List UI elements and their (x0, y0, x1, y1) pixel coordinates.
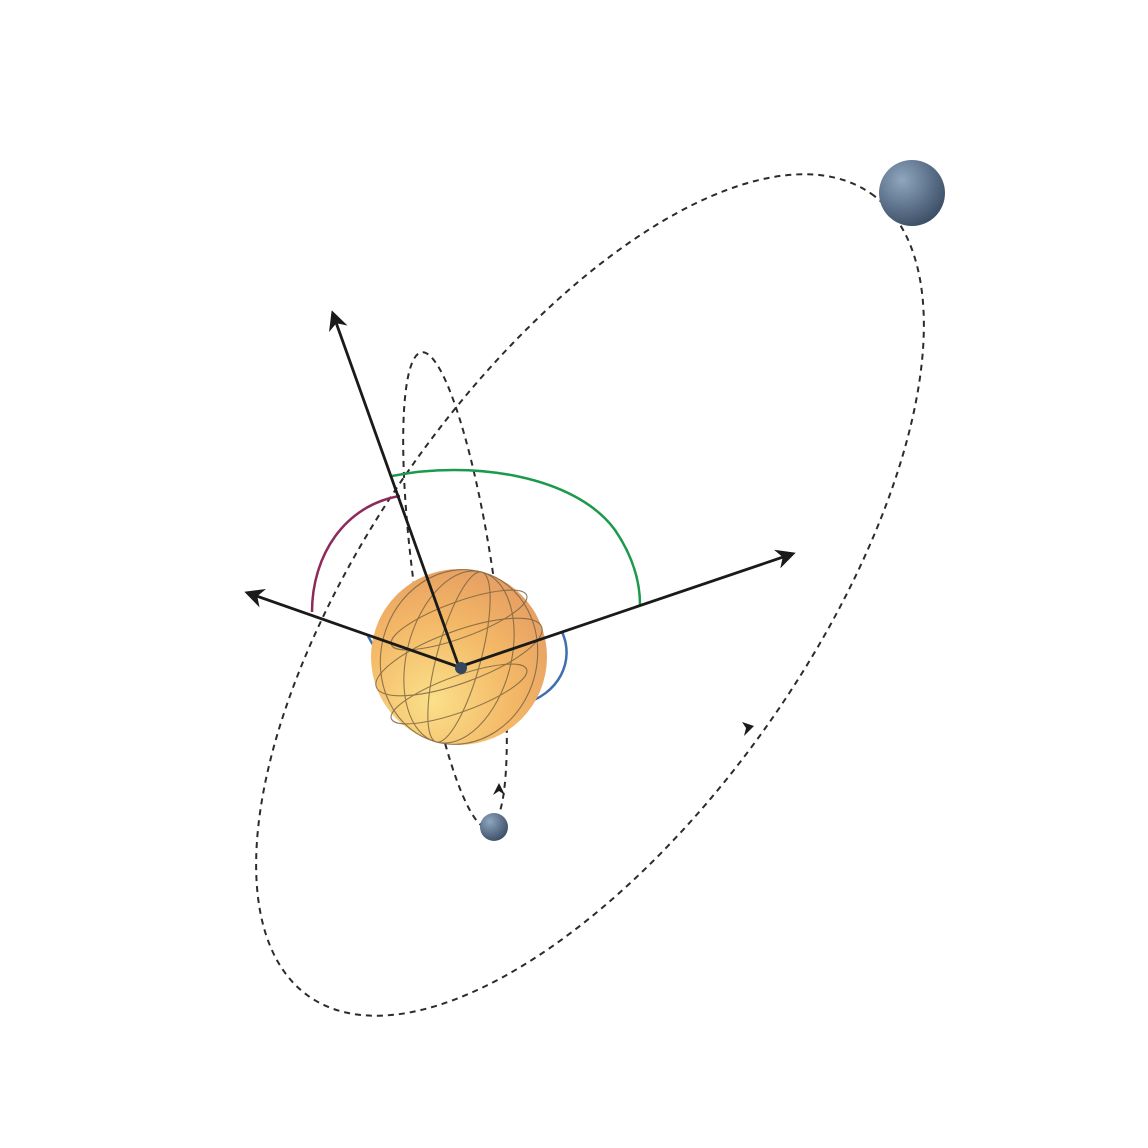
axis-arrow-right (458, 549, 796, 669)
green-arc (391, 468, 642, 606)
star-sphere (371, 569, 547, 745)
orbit-direction-arrow-inner (493, 783, 505, 795)
axis-arrow-left (244, 588, 460, 669)
star-grid-lines (375, 569, 543, 745)
outer-planet (879, 160, 945, 226)
inner-planet (480, 813, 508, 841)
outer-orbit (255, 173, 925, 1017)
purple-arc (310, 494, 401, 613)
central-star (371, 569, 547, 745)
orbit-direction-arrow-outer (742, 722, 754, 736)
star-center-dot (455, 662, 467, 674)
axis-arrow-up (329, 310, 461, 668)
